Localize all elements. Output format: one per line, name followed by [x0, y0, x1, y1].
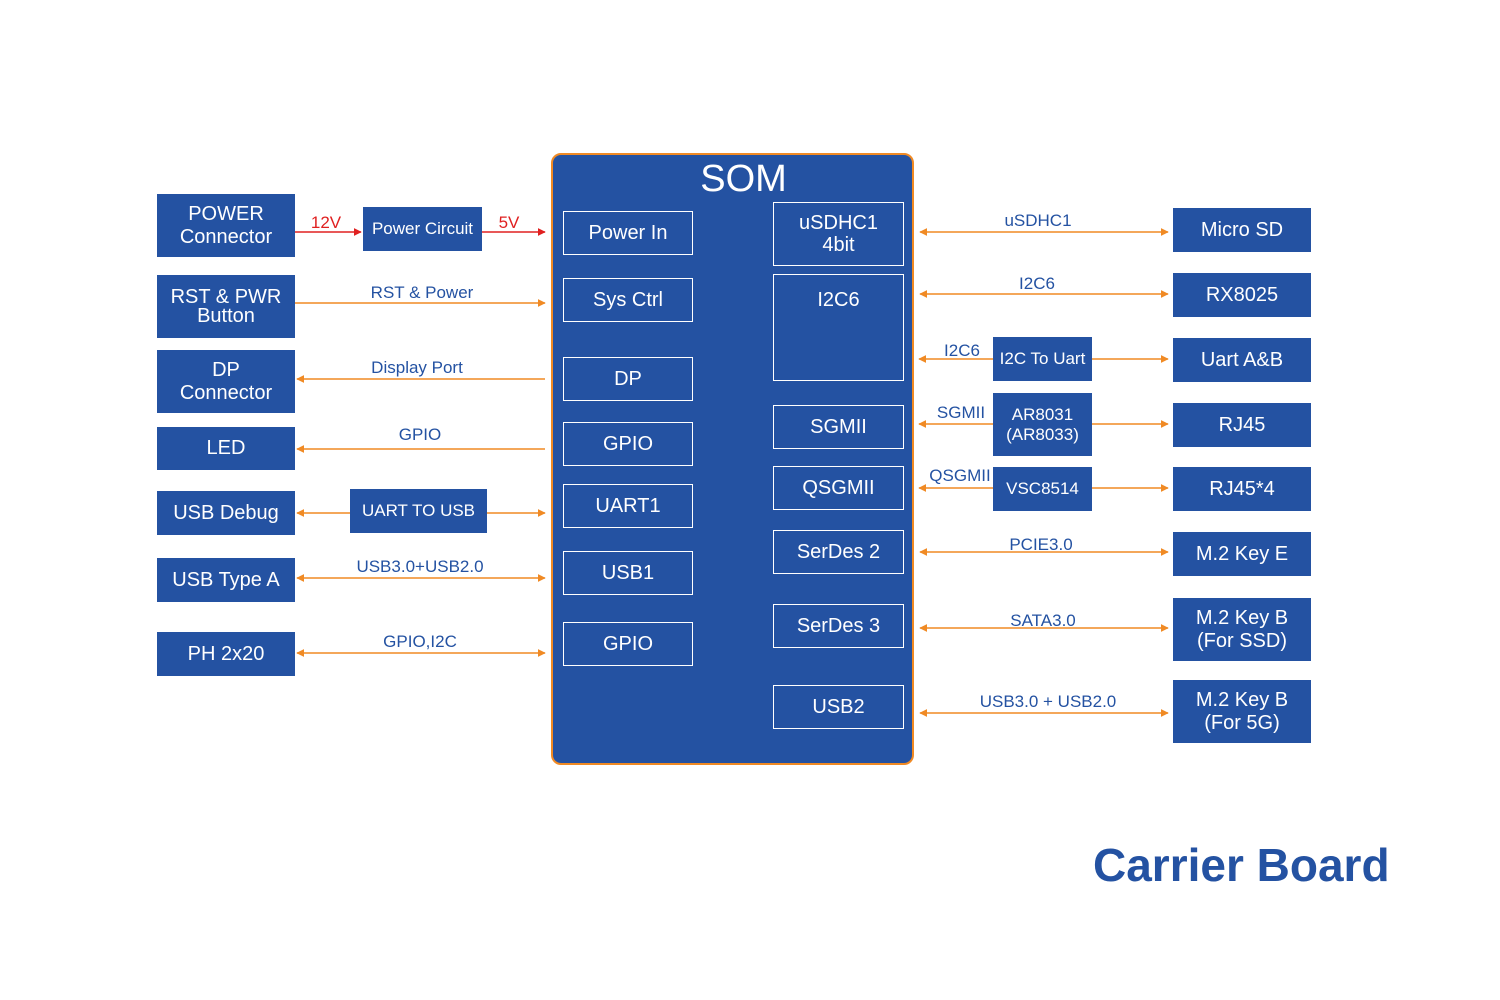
label-usb3-usb2: USB3.0+USB2.0 [356, 557, 484, 576]
som-port-sys-ctrl: Sys Ctrl [563, 278, 693, 322]
label-i2c6-uart: I2C6 [944, 341, 980, 360]
block-power-circuit: Power Circuit [363, 207, 482, 251]
som-port-gpio-2: GPIO [563, 622, 693, 666]
label-display-port: Display Port [371, 358, 463, 377]
som-port-serdes2: SerDes 2 [773, 530, 904, 574]
block-m2-key-b-ssd: M.2 Key B (For SSD) [1173, 598, 1311, 661]
block-usb-debug: USB Debug [157, 491, 295, 535]
block-dp-connector: DP Connector [157, 350, 295, 413]
block-m2-key-e: M.2 Key E [1173, 532, 1311, 576]
block-rst-pwr-button: RST & PWR Button [157, 275, 295, 338]
label-qsgmii: QSGMII [929, 466, 991, 485]
block-uart-to-usb: UART TO USB [350, 489, 487, 533]
label-gpio: GPIO [398, 425, 442, 444]
label-5v: 5V [498, 213, 520, 232]
block-rj45: RJ45 [1173, 403, 1311, 447]
block-ar8031: AR8031 (AR8033) [993, 393, 1092, 456]
som-port-usb1: USB1 [563, 551, 693, 595]
block-vsc8514: VSC8514 [993, 467, 1092, 511]
block-ph-2x20: PH 2x20 [157, 632, 295, 676]
label-i2c6: I2C6 [1019, 274, 1055, 293]
block-rx8025: RX8025 [1173, 273, 1311, 317]
som-port-sgmii: SGMII [773, 405, 904, 449]
som-port-usdhc1: uSDHC1 4bit [773, 202, 904, 266]
label-usdhc1: uSDHC1 [1004, 211, 1072, 230]
label-sata3: SATA3.0 [1010, 611, 1076, 630]
som-port-i2c6: I2C6 [773, 274, 904, 381]
label-12v: 12V [310, 213, 342, 232]
block-rj45x4: RJ45*4 [1173, 467, 1311, 511]
som-port-usb2: USB2 [773, 685, 904, 729]
som-port-power-in: Power In [563, 211, 693, 255]
som-title: SOM [700, 158, 787, 200]
block-uart-ab: Uart A&B [1173, 338, 1311, 382]
som-port-serdes3: SerDes 3 [773, 604, 904, 648]
block-micro-sd: Micro SD [1173, 208, 1311, 252]
block-i2c-to-uart: I2C To Uart [993, 337, 1092, 381]
label-usb3-usb2-right: USB3.0 + USB2.0 [979, 692, 1117, 711]
som-port-dp: DP [563, 357, 693, 401]
label-rst-power: RST & Power [370, 283, 474, 302]
label-sgmii: SGMII [936, 403, 986, 422]
block-usb-type-a: USB Type A [157, 558, 295, 602]
block-led: LED [157, 427, 295, 470]
block-m2-key-b-5g: M.2 Key B (For 5G) [1173, 680, 1311, 743]
som-port-qsgmii: QSGMII [773, 466, 904, 510]
label-pcie3: PCIE3.0 [1009, 535, 1073, 554]
block-power-connector: POWER Connector [157, 194, 295, 257]
som-port-gpio: GPIO [563, 422, 693, 466]
diagram-caption: Carrier Board [1093, 839, 1390, 891]
label-gpio-i2c: GPIO,I2C [383, 632, 457, 651]
som-port-uart1: UART1 [563, 484, 693, 528]
